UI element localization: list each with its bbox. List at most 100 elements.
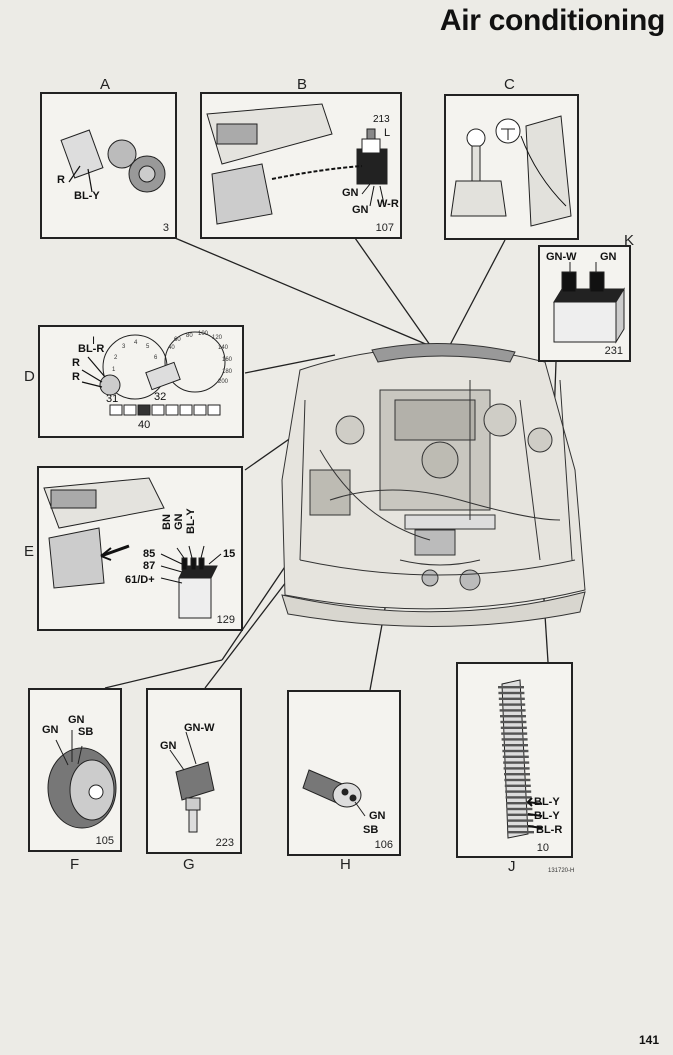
wire-label: GN-W bbox=[546, 251, 577, 263]
pressure-switch-illustration bbox=[169, 731, 215, 833]
component-number: 106 bbox=[374, 839, 393, 851]
panel-d: I BL-R R R 31 32 3 4 5 6 2 1 40 60 80 10… bbox=[38, 325, 244, 438]
gauge-tick: 5 bbox=[146, 344, 150, 350]
wire-label: GN-W bbox=[184, 722, 215, 734]
page-number: 141 bbox=[638, 1033, 659, 1047]
gauge-tick: 160 bbox=[222, 357, 233, 363]
gauge-tick: 1 bbox=[112, 367, 116, 373]
wire-label: BL-Y bbox=[185, 508, 197, 534]
panel-c bbox=[444, 94, 579, 240]
ac-switch-illustration bbox=[60, 129, 166, 193]
gauge-tick: 140 bbox=[218, 345, 229, 351]
panel-e: BN GN BL-Y 85 87 15 61/D+ 129 bbox=[37, 466, 243, 631]
component-number: 107 bbox=[375, 222, 394, 234]
terminal-label: 87 bbox=[143, 560, 156, 572]
fuse-box-illustration bbox=[498, 679, 543, 839]
relay-e-illustration bbox=[43, 477, 222, 619]
wire-label: GN bbox=[42, 724, 59, 736]
fuse-slot bbox=[507, 825, 534, 828]
gauge-tick: 180 bbox=[222, 369, 233, 375]
wire-label: BL-Y bbox=[74, 190, 100, 202]
wire-label: R bbox=[72, 371, 80, 383]
fuse-slot bbox=[502, 744, 528, 747]
figure-code: 131720-H bbox=[548, 868, 575, 874]
wire-label: BL-Y bbox=[534, 810, 560, 822]
component-number: 129 bbox=[216, 614, 235, 626]
wire-label: GN bbox=[342, 187, 359, 199]
component-number: 40 bbox=[138, 419, 151, 431]
panel-c-letter: C bbox=[504, 76, 515, 93]
fuse-slot bbox=[498, 686, 524, 689]
fuse-slot bbox=[504, 778, 531, 782]
wire-label: GN bbox=[160, 740, 177, 752]
wire-label: GN bbox=[369, 810, 386, 822]
gauge-tick: 4 bbox=[134, 340, 138, 346]
panel-k: GN-W GN 231 bbox=[538, 245, 631, 362]
panel-f: GN GN SB 105 bbox=[28, 688, 122, 852]
fuse-slot bbox=[502, 755, 529, 758]
panel-a-letter: A bbox=[100, 76, 111, 93]
panel-j: BL-Y BL-Y BL-R 10 bbox=[456, 662, 573, 858]
component-label: L bbox=[384, 127, 391, 139]
fuse-slot bbox=[499, 703, 526, 706]
wire-label: SB bbox=[78, 726, 94, 738]
panel-a: R BL-Y 3 bbox=[40, 92, 177, 239]
panel-g-letter: G bbox=[183, 856, 195, 873]
panel-h: GN SB 106 bbox=[287, 690, 401, 856]
component-number: 223 bbox=[215, 837, 234, 849]
wire-label: BL-Y bbox=[534, 796, 560, 808]
fuse-slot bbox=[503, 761, 530, 764]
fuse-slot bbox=[504, 773, 530, 776]
terminal-label: 85 bbox=[143, 548, 156, 560]
fuse-slot bbox=[501, 732, 528, 735]
component-number: 10 bbox=[536, 842, 549, 854]
wire-label: BN bbox=[161, 514, 173, 530]
fuse-slot bbox=[505, 790, 532, 793]
dashboard-switch-illustration bbox=[206, 103, 388, 225]
relay-illustration bbox=[553, 262, 625, 344]
gauge-tick: 2 bbox=[114, 355, 118, 361]
panel-h-letter: H bbox=[340, 856, 351, 873]
component-number: 231 bbox=[604, 345, 623, 357]
panel-k-letter: K bbox=[624, 232, 635, 249]
gauge-tick: 120 bbox=[212, 335, 223, 341]
gear-lever-illustration bbox=[450, 115, 572, 227]
wire-label: BL-R bbox=[536, 824, 563, 836]
wire-label: BL-R bbox=[78, 343, 105, 355]
fuse-slot bbox=[500, 715, 526, 718]
panel-b-letter: B bbox=[297, 76, 308, 93]
component-number: 105 bbox=[95, 835, 114, 847]
panel-d-letter: D bbox=[24, 368, 35, 385]
panel-f-letter: F bbox=[70, 856, 80, 873]
panel-j-letter: J bbox=[508, 858, 516, 875]
fuse-slot bbox=[506, 813, 533, 816]
fuse-slot bbox=[503, 767, 530, 770]
panel-e-letter: E bbox=[24, 543, 35, 560]
fuse-slot bbox=[507, 819, 534, 822]
terminal-label: 61/D+ bbox=[125, 574, 155, 586]
fuse-slot bbox=[504, 784, 531, 787]
fuse-slot bbox=[500, 726, 527, 729]
gauge-tick: 3 bbox=[122, 344, 126, 350]
fuse-slot bbox=[506, 802, 532, 805]
panel-g: GN-W GN 223 bbox=[146, 688, 242, 854]
fuse-slot bbox=[506, 807, 533, 811]
gauge-tick: 200 bbox=[218, 379, 229, 385]
wire-label: GN bbox=[600, 251, 617, 263]
fuse-slot bbox=[498, 697, 525, 700]
fuse-slot bbox=[502, 749, 529, 753]
fuse-slot bbox=[500, 720, 527, 724]
wire-label: GN bbox=[68, 714, 85, 726]
compressor-clutch-illustration bbox=[47, 730, 117, 829]
page-title: Air conditioning bbox=[439, 4, 665, 37]
fuse-slot bbox=[499, 709, 526, 712]
component-number: 3 bbox=[162, 222, 169, 234]
wire-label: SB bbox=[363, 824, 379, 836]
wire-label: W-R bbox=[377, 198, 399, 210]
terminal-label: 32 bbox=[154, 391, 167, 403]
component-label: 213 bbox=[373, 114, 390, 125]
wire-label: I bbox=[92, 335, 96, 347]
thermostat-switch-illustration bbox=[302, 769, 366, 817]
fuse-slot bbox=[501, 738, 528, 741]
